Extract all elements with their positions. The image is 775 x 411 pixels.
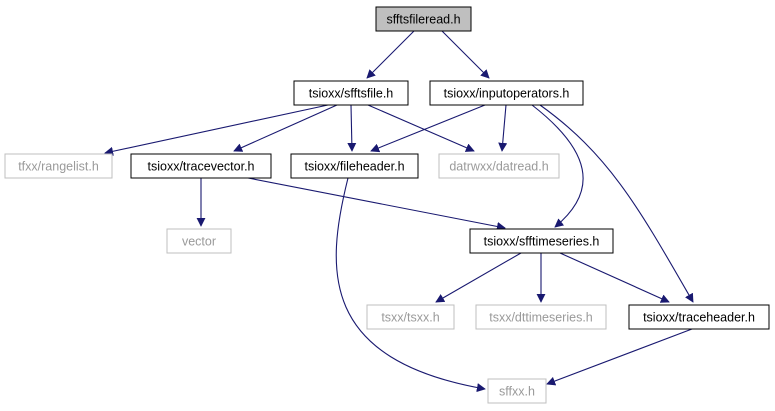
edge-fileheader-to-sffxx — [335, 177, 486, 393]
node-label: tsioxx/inputoperators.h — [444, 87, 570, 101]
node-box — [130, 153, 272, 179]
node-tsxx: tsxx/tsxx.h — [366, 304, 455, 330]
node-label: tsioxx/sfftimeseries.h — [484, 235, 600, 249]
node-traceheader[interactable]: tsioxx/traceheader.h — [628, 304, 770, 330]
node-sfftsfile[interactable]: tsioxx/sfftsfile.h — [293, 80, 409, 106]
node-box — [429, 80, 584, 106]
node-label: tsioxx/tracevector.h — [148, 160, 255, 174]
node-box — [290, 153, 419, 179]
node-dttimeseries: tsxx/dttimeseries.h — [475, 304, 607, 330]
node-sffxx: sffxx.h — [487, 378, 547, 404]
node-label: tfxx/rangelist.h — [18, 160, 99, 174]
node-box — [628, 304, 770, 330]
edge-sfftsfile-to-datread — [367, 104, 475, 152]
node-fileheader[interactable]: tsioxx/fileheader.h — [290, 153, 419, 179]
node-box — [366, 304, 455, 330]
node-box — [293, 80, 409, 106]
node-label: tsioxx/fileheader.h — [304, 160, 404, 174]
node-vector: vector — [166, 228, 232, 254]
node-label: sfftsfileread.h — [386, 13, 460, 27]
node-rangelist: tfxx/rangelist.h — [4, 153, 113, 179]
node-sfftimeseries[interactable]: tsioxx/sfftimeseries.h — [469, 228, 614, 254]
node-box — [469, 228, 614, 254]
node-label: sffxx.h — [499, 385, 535, 399]
edge-tracevector-to-sfftimeseries — [247, 177, 506, 231]
node-tracevector[interactable]: tsioxx/tracevector.h — [130, 153, 272, 179]
edge-sfftsfile-to-rangelist — [104, 104, 329, 156]
node-box — [375, 6, 472, 32]
edge-inputoperators-to-traceheader — [539, 104, 694, 303]
node-label: tsioxx/traceheader.h — [643, 311, 755, 325]
node-label: tsioxx/sfftsfile.h — [309, 87, 394, 101]
edge-traceheader-to-sffxx — [546, 328, 693, 386]
edges — [104, 30, 694, 393]
node-box — [438, 153, 560, 179]
node-box — [487, 378, 547, 404]
node-label: tsxx/tsxx.h — [381, 311, 439, 325]
node-root[interactable]: sfftsfileread.h — [375, 6, 472, 32]
edge-root-to-inputoperators — [441, 30, 490, 79]
edge-sfftimeseries-to-tsxx — [435, 252, 522, 303]
node-label: tsxx/dttimeseries.h — [489, 311, 593, 325]
edge-inputoperators-to-fileheader — [370, 104, 486, 153]
edge-root-to-sfftsfile — [366, 30, 415, 79]
node-box — [4, 153, 113, 179]
node-label: vector — [182, 235, 216, 249]
node-datread: datrwxx/datread.h — [438, 153, 560, 179]
edge-inputoperators-to-datread — [498, 104, 508, 152]
edge-sfftsfile-to-fileheader — [347, 104, 357, 152]
edge-inputoperators-to-sfftimeseries — [531, 104, 584, 228]
edge-sfftsfile-to-tracevector — [233, 104, 338, 152]
node-label: datrwxx/datread.h — [449, 160, 548, 174]
node-inputoperators[interactable]: tsioxx/inputoperators.h — [429, 80, 584, 106]
node-box — [166, 228, 232, 254]
edge-sfftimeseries-to-traceheader — [559, 252, 670, 303]
node-box — [475, 304, 607, 330]
nodes: sfftsfileread.h tsioxx/sfftsfile.h tsioxx/… — [4, 6, 770, 404]
